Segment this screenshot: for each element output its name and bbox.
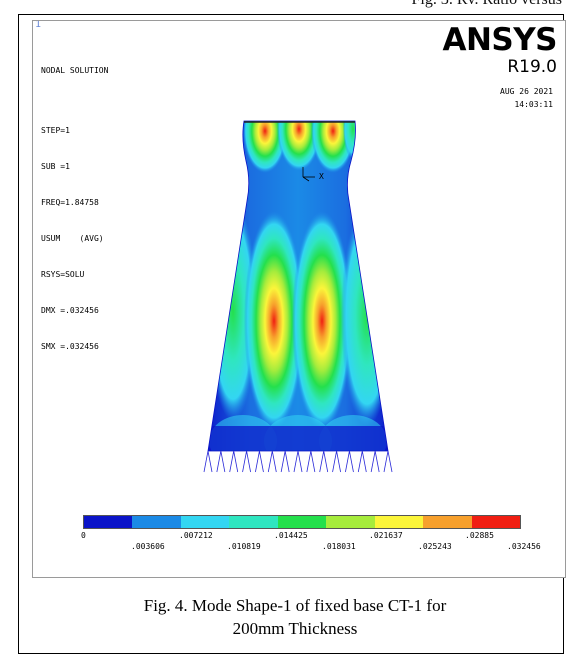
info-line: FREQ=1.84758 bbox=[41, 198, 99, 207]
info-line: DMX =.032456 bbox=[41, 306, 99, 315]
legend-segment bbox=[84, 516, 133, 528]
legend-segment bbox=[374, 516, 424, 528]
plot-time: 14:03:11 bbox=[514, 100, 553, 109]
caption-line-2: 200mm Thickness bbox=[232, 619, 358, 638]
solution-info-block: NODAL SOLUTION STEP=1 SUB =1 FREQ=1.8475… bbox=[41, 41, 108, 377]
base-supports bbox=[203, 450, 393, 473]
figure-caption: Fig. 4. Mode Shape-1 of fixed base CT-1 … bbox=[40, 594, 550, 640]
window-number-marker: 1 bbox=[35, 20, 42, 30]
info-line: USUM (AVG) bbox=[41, 234, 104, 243]
ansys-logo: ANSYS bbox=[442, 22, 557, 58]
info-line: RSYS=SOLU bbox=[41, 270, 85, 279]
legend-tick-label: .021637 bbox=[369, 531, 403, 540]
info-line: NODAL SOLUTION bbox=[41, 66, 109, 75]
legend-segment bbox=[229, 516, 278, 528]
support-legs bbox=[203, 450, 393, 473]
legend-segment bbox=[423, 516, 472, 528]
coordinate-triad: X bbox=[302, 167, 324, 182]
info-line: SMX =.032456 bbox=[41, 342, 99, 351]
contour-legend-bar bbox=[83, 515, 521, 529]
legend-tick-label: .018031 bbox=[322, 542, 356, 551]
legend-segment bbox=[180, 516, 230, 528]
legend-tick-label: .003606 bbox=[131, 542, 165, 551]
cooling-tower-mode-shape: X bbox=[203, 120, 393, 473]
legend-tick-label: .032456 bbox=[507, 542, 541, 551]
legend-tick-label: .007212 bbox=[179, 531, 213, 540]
legend-tick-label: .02885 bbox=[465, 531, 494, 540]
info-line: STEP=1 bbox=[41, 126, 70, 135]
legend-segment bbox=[471, 516, 520, 528]
legend-segment bbox=[132, 516, 181, 528]
legend-tick-label: .010819 bbox=[227, 542, 261, 551]
legend-tick-label: 0 bbox=[81, 531, 86, 540]
legend-tick-label: .025243 bbox=[418, 542, 452, 551]
triad-x-label: X bbox=[319, 172, 324, 181]
ansys-version: R19.0 bbox=[507, 57, 557, 77]
ansys-plot-window: 1 NODAL SOLUTION STEP=1 SUB =1 FREQ=1.84… bbox=[32, 20, 566, 578]
previous-figure-caption-fragment: Fig. 3. Rv. Ratio versus bbox=[411, 0, 562, 9]
info-line: SUB =1 bbox=[41, 162, 70, 171]
legend-tick-label: .014425 bbox=[274, 531, 308, 540]
tower-shell bbox=[208, 121, 388, 451]
legend-segment bbox=[277, 516, 327, 528]
legend-segment bbox=[326, 516, 375, 528]
caption-line-1: Fig. 4. Mode Shape-1 of fixed base CT-1 … bbox=[143, 596, 447, 615]
plot-date: AUG 26 2021 bbox=[500, 87, 553, 96]
